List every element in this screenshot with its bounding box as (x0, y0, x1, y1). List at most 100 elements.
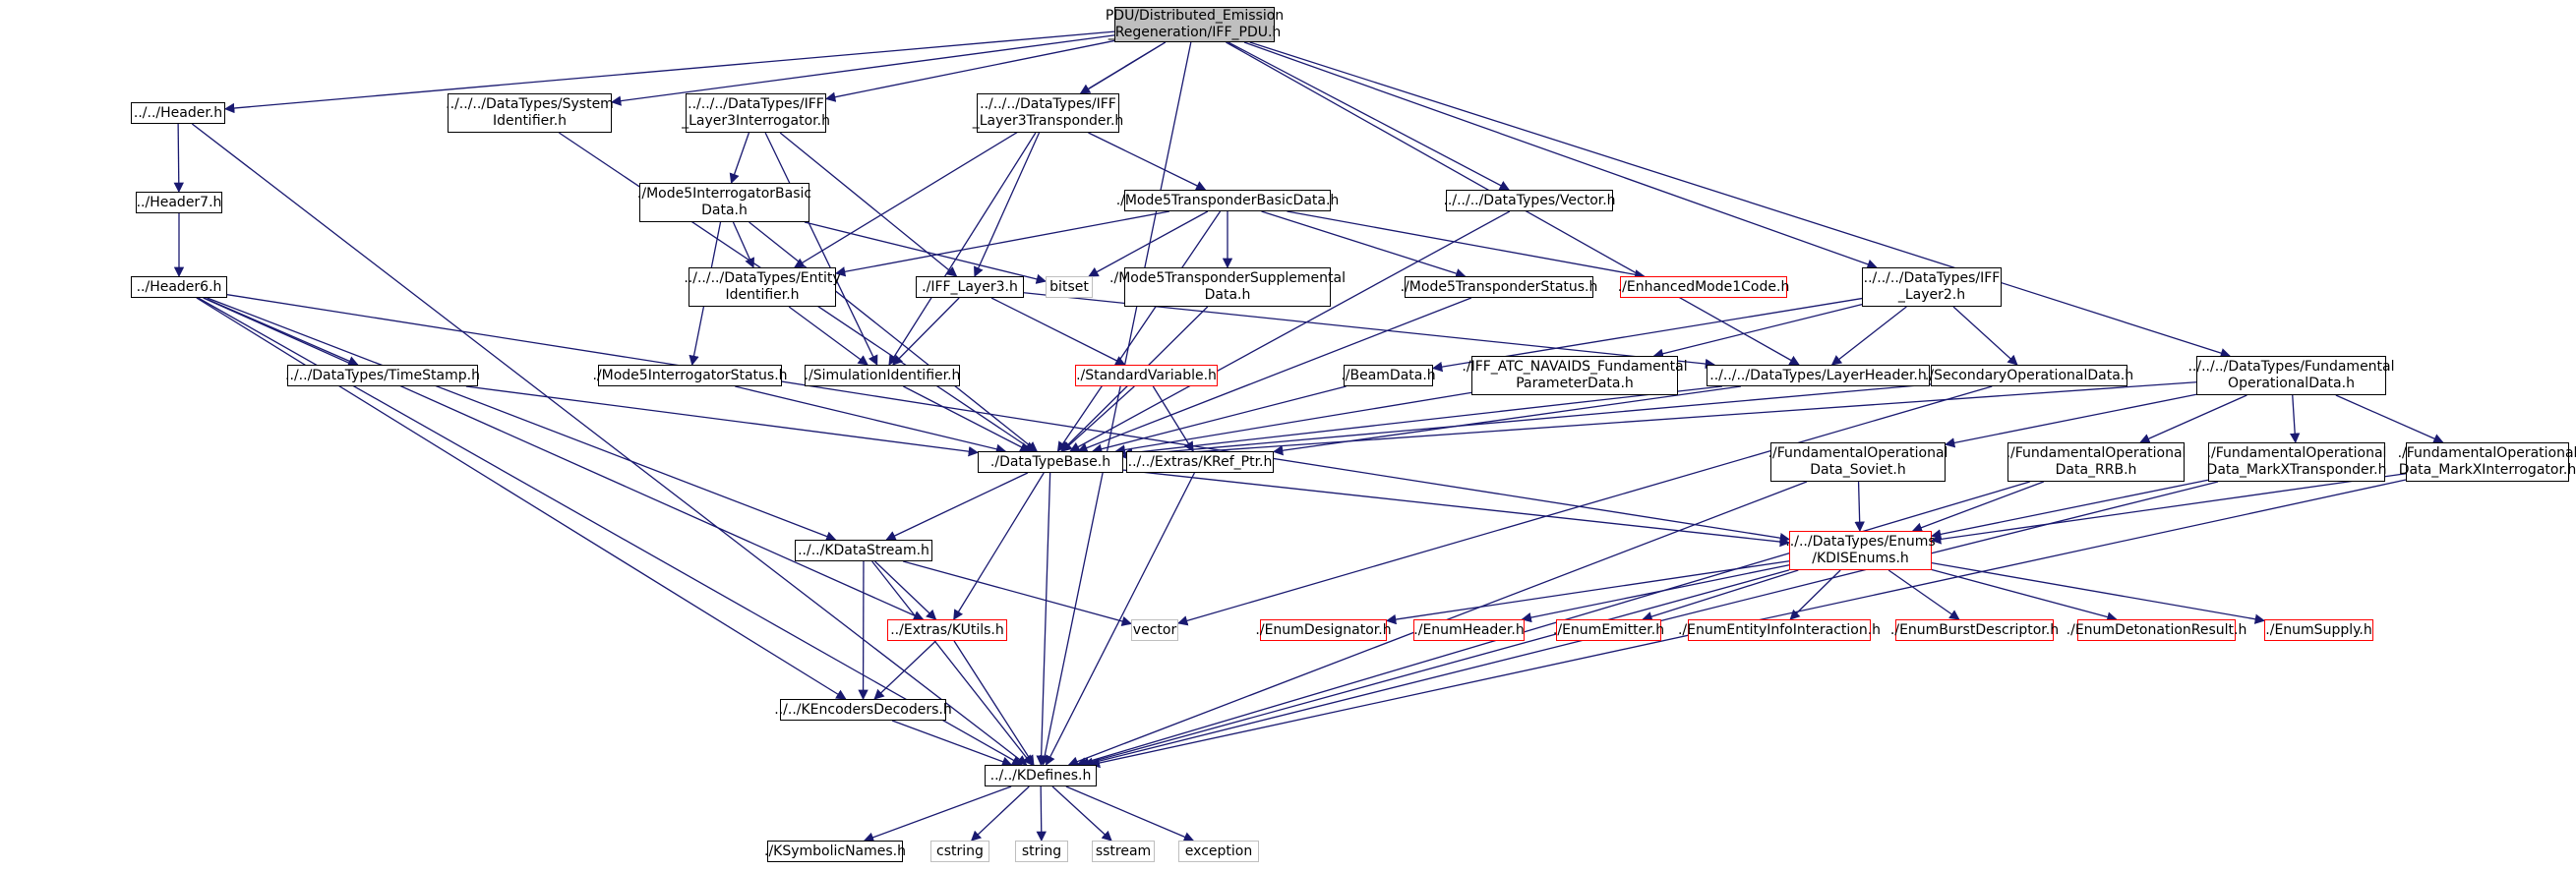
node-label: ./SecondaryOperationalData.h (1924, 367, 2134, 383)
edge-n29-n44 (1076, 481, 2030, 768)
node-label: ../../../DataTypes/System Identifier.h (446, 96, 614, 129)
edge-n43-n44 (891, 720, 1013, 767)
edge-n12-n19 (892, 297, 960, 366)
node-datatypes-enums-kdisenums-h[interactable]: ../../DataTypes/Enums /KDISEnums.h (1785, 531, 1936, 570)
node-label: ./IFF_Layer3.h (922, 278, 1018, 295)
node-extras-kref-ptr-h[interactable]: ../../Extras/KRef_Ptr.h (1126, 451, 1274, 473)
node-label: vector (1132, 621, 1177, 638)
node-secondaryoperationaldata-h[interactable]: ./SecondaryOperationalData.h (1925, 365, 2133, 386)
node-mode5transpondersupplemental-data-h[interactable]: ./Mode5TransponderSupplemental Data.h (1109, 267, 1346, 307)
edge-n11-n19 (788, 306, 869, 366)
edge-n34-n44 (953, 640, 1035, 766)
edge-n7-n26 (1056, 210, 1222, 452)
node-label: ./EnhancedMode1Code.h (1617, 278, 1790, 295)
node-label: PDU/Distributed_Emission _Regeneration/I… (1105, 8, 1285, 40)
node-kdefines-h[interactable]: ../../KDefines.h (985, 765, 1097, 786)
edge-n24-n26 (1121, 383, 1932, 460)
edge-n7-n11 (834, 210, 1169, 277)
node-label: ../../KDataStream.h (798, 542, 929, 558)
node-enumdetonationresult-h[interactable]: ./EnumDetonationResult.h (2067, 619, 2247, 641)
node-mode5transponderbasicdata-h[interactable]: ./Mode5TransponderBasicData.h (1116, 190, 1339, 211)
node-ksymbolicnames-h[interactable]: ./KSymbolicNames.h (764, 841, 906, 862)
node-enumheader-h[interactable]: ./EnumHeader.h (1413, 619, 1525, 641)
edge-n21-n26 (1091, 385, 1347, 454)
node-datatypes-iff-layer3transponder-h[interactable]: ../../../DataTypes/IFF _Layer3Transponde… (973, 93, 1123, 133)
node-enumemitter-h[interactable]: ./EnumEmitter.h (1552, 619, 1665, 641)
edge-n33-n42 (1931, 561, 2266, 624)
node-header7-h[interactable]: ../Header7.h (136, 192, 222, 213)
node-label: sstream (1095, 843, 1152, 859)
node-fundamentaloperational-data-markxtransponder-h[interactable]: ./FundamentalOperational Data_MarkXTrans… (2206, 442, 2387, 482)
node-mode5interrogatorstatus-h[interactable]: ./Mode5InterrogatorStatus.h (592, 365, 788, 386)
edge-n33-n36 (1385, 560, 1790, 625)
node-sstream[interactable]: sstream (1092, 841, 1155, 862)
edge-n0-n8 (1228, 41, 1510, 191)
edge-n10-n43 (196, 297, 847, 700)
node-header-h[interactable]: ../../Header.h (131, 102, 225, 124)
node-fundamentaloperational-data-markxinterrogator-h[interactable]: ./FundamentalOperational Data_MarkXInter… (2398, 442, 2576, 482)
node-label: ./BeamData.h (1341, 367, 1436, 383)
node-bitset[interactable]: bitset (1046, 276, 1093, 298)
node-datatypes-fundamental-operationaldata-h[interactable]: ../../../DataTypes/Fundamental Operation… (2187, 356, 2395, 395)
node-iff-layer3-h[interactable]: ./IFF_Layer3.h (916, 276, 1024, 298)
edge-n27-n44 (1046, 472, 1195, 766)
node-label: ../../../DataTypes/Entity Identifier.h (684, 270, 841, 303)
node-pdu-distributed-emission-regeneration-iff-pdu-h[interactable]: PDU/Distributed_Emission _Regeneration/I… (1106, 7, 1284, 42)
node-exception[interactable]: exception (1178, 841, 1259, 862)
edge-n28-n33 (1854, 481, 1865, 533)
node-iff-atc-navaids-fundamental-parameterdata-h[interactable]: ./IFF_ATC_NAVAIDS_Fundamental ParameterD… (1462, 356, 1688, 395)
node-fundamentaloperational-data-soviet-h[interactable]: ./FundamentalOperational Data_Soviet.h (1768, 442, 1947, 482)
node-label: cstring (936, 843, 984, 859)
node-datatypes-iff-layer3interrogator-h[interactable]: ../../../DataTypes/IFF _Layer3Interrogat… (682, 93, 830, 133)
node-label: ./Mode5TransponderSupplemental Data.h (1109, 270, 1346, 303)
edge-n10-n33 (226, 294, 1791, 544)
node-vector[interactable]: vector (1131, 619, 1178, 641)
node-label: ../../../DataTypes/LayerHeader.h (1709, 367, 1927, 383)
node-datatypes-system-identifier-h[interactable]: ../../../DataTypes/System Identifier.h (446, 93, 614, 133)
node-datatypebase-h[interactable]: ./DataTypeBase.h (978, 451, 1123, 473)
node-datatypes-entity-identifier-h[interactable]: ../../../DataTypes/Entity Identifier.h (684, 267, 841, 307)
node-enumsupply-h[interactable]: ./EnumSupply.h (2264, 619, 2373, 641)
node-label: ../../DataTypes/TimeStamp.h (285, 367, 480, 383)
edge-n32-n35 (903, 560, 1133, 626)
node-header6-h[interactable]: ../Header6.h (131, 276, 227, 298)
node-datatypes-iff-layer2-h[interactable]: ../../../DataTypes/IFF _Layer2.h (1862, 267, 2002, 307)
edge-n32-n44 (871, 560, 1033, 766)
node-beamdata-h[interactable]: ./BeamData.h (1341, 365, 1436, 386)
edge-n32-n34 (874, 560, 937, 620)
node-enumdesignator-h[interactable]: ./EnumDesignator.h (1255, 619, 1392, 641)
edge-n3-n6 (729, 132, 750, 184)
node-label: ./EnumEmitter.h (1552, 621, 1665, 638)
node-datatypes-layerheader-h[interactable]: ../../../DataTypes/LayerHeader.h (1707, 365, 1930, 386)
node-enumentityinfointeraction-h[interactable]: ./EnumEntityInfoInteraction.h (1678, 619, 1881, 641)
edge-n17-n26 (465, 385, 980, 457)
node-mode5interrogatorbasic-data-h[interactable]: ./Mode5InterrogatorBasic Data.h (637, 183, 811, 222)
node-fundamentaloperational-data-rrb-h[interactable]: ./FundamentalOperational Data_RRB.h (2007, 442, 2186, 482)
node-label: ./EnumBurstDescriptor.h (1889, 621, 2060, 638)
node-label: ../../../DataTypes/IFF _Layer3Transponde… (972, 96, 1124, 129)
node-kencodersdecoders-h[interactable]: ../../KEncodersDecoders.h (774, 699, 952, 721)
node-enumburstdescriptor-h[interactable]: ./EnumBurstDescriptor.h (1890, 619, 2059, 641)
node-mode5transponderstatus-h[interactable]: ./Mode5TransponderStatus.h (1401, 276, 1597, 298)
node-datatypes-vector-h[interactable]: ../../../DataTypes/Vector.h (1443, 190, 1616, 211)
node-datatypes-timestamp-h[interactable]: ../../DataTypes/TimeStamp.h (285, 365, 480, 386)
node-label: ../Header6.h (136, 278, 222, 295)
node-label: ./FundamentalOperational Data_MarkXTrans… (2206, 445, 2387, 478)
edge-n33-n38 (1642, 569, 1799, 622)
node-label: ./Mode5TransponderBasicData.h (1115, 192, 1340, 208)
node-cstring[interactable]: cstring (930, 841, 989, 862)
edge-n0-n1 (223, 30, 1115, 114)
edge-n22-n26 (1114, 391, 1472, 455)
edge-n25-n31 (2335, 394, 2444, 443)
node-label: ./FundamentalOperational Data_MarkXInter… (2397, 445, 2576, 478)
node-enhancedmode1code-h[interactable]: ./EnhancedMode1Code.h (1617, 276, 1790, 298)
edge-n14-n26 (1077, 297, 1472, 453)
node-standardvariable-h[interactable]: ./StandardVariable.h (1075, 365, 1218, 386)
edge-n20-n27 (1152, 385, 1194, 452)
node-kdatastream-h[interactable]: ../../KDataStream.h (795, 540, 932, 561)
node-extras-kutils-h[interactable]: ../Extras/KUtils.h (887, 619, 1007, 641)
node-label: ./EnumHeader.h (1413, 621, 1525, 638)
node-simulationidentifier-h[interactable]: ./SimulationIdentifier.h (805, 365, 960, 386)
node-string[interactable]: string (1015, 841, 1068, 862)
